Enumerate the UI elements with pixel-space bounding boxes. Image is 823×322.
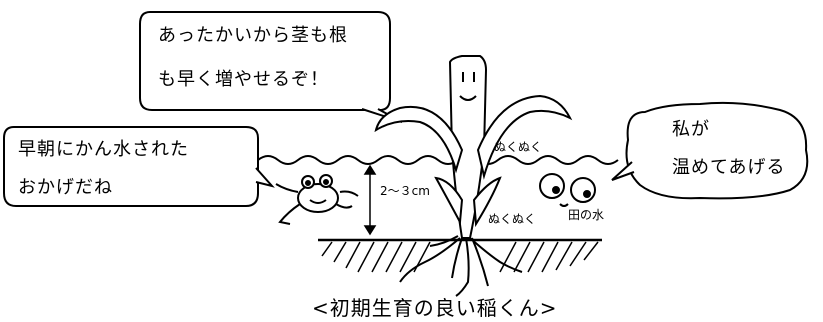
- speech-bubble-right: [611, 101, 809, 200]
- speech-bubble-left: [3, 126, 275, 207]
- water-surface: [257, 155, 619, 165]
- speech-bubble-top: [139, 11, 403, 123]
- depth-label: 2〜３cm: [380, 184, 430, 198]
- frog: [275, 174, 359, 225]
- water-droplets: [539, 173, 596, 207]
- rice-roots: [399, 235, 523, 297]
- paddy-water-label: 田の水: [568, 208, 605, 222]
- bubble-top-line-1: あったかいから茎も根: [158, 25, 348, 46]
- bubble-left-line-2: おかげだね: [18, 177, 113, 198]
- bubble-right-line-1: 私が: [672, 119, 710, 140]
- ground: [318, 238, 602, 273]
- bubble-top-line-2: も早く増やせるぞ！: [158, 69, 329, 90]
- warm-label-lower: ぬくぬく: [488, 212, 537, 226]
- figure-caption: <初期生育の良い稲くん>: [312, 296, 558, 320]
- depth-arrow: [363, 164, 377, 236]
- bubble-left-line-1: 早朝にかん水された: [18, 139, 189, 160]
- rice-face: [459, 72, 477, 101]
- bubble-right-line-2: 温めてあげる: [672, 157, 786, 178]
- warm-label-upper: ぬくぬく: [494, 140, 543, 154]
- rice-plant: [374, 55, 573, 239]
